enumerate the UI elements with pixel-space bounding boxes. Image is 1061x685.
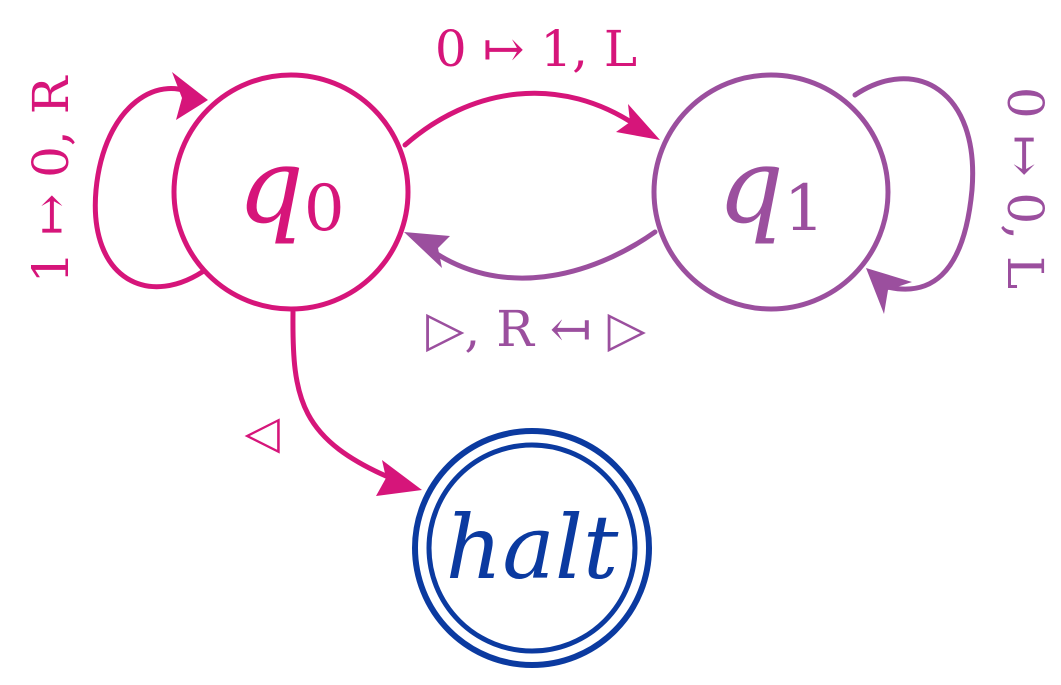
q1-self-loop-label: 0 ↦ 0, L — [996, 87, 1054, 289]
state-q0-subscript: 0 — [304, 172, 345, 246]
q0-to-q1-label: 0 ↦ 1, L — [435, 20, 637, 78]
q0-self-loop-arrowhead — [172, 72, 208, 120]
state-q1-label: q1 — [717, 125, 824, 247]
q0-to-halt-label: ▷ — [244, 413, 280, 467]
state-halt-inner-circle — [426, 442, 638, 654]
q1-to-q0-arrowhead — [404, 232, 450, 268]
q1-to-q0-edge — [425, 229, 658, 281]
q0-self-loop-edge — [92, 86, 211, 290]
state-q1-circle — [651, 72, 891, 312]
q0-to-q1-arrowhead — [616, 104, 660, 140]
q0-to-q1-edge — [402, 90, 643, 148]
q1-to-q0-label: ▷, R ↤ ▷ — [426, 300, 647, 358]
q0-to-halt-arrowhead — [376, 460, 422, 496]
q0-to-halt-edge — [290, 309, 398, 483]
state-halt-label: halt — [446, 496, 619, 599]
state-q1-name: q — [717, 125, 784, 247]
q1-self-loop-arrowhead — [866, 268, 912, 314]
state-q1-subscript: 1 — [784, 172, 825, 246]
q1-self-loop-edge — [852, 76, 976, 292]
state-halt-outer-circle — [412, 428, 652, 668]
state-q0-name: q — [237, 125, 304, 247]
state-q0-circle — [171, 72, 411, 312]
state-q0-label: q0 — [237, 125, 344, 247]
q0-self-loop-label: 1 ↦ 0, R — [22, 75, 80, 283]
